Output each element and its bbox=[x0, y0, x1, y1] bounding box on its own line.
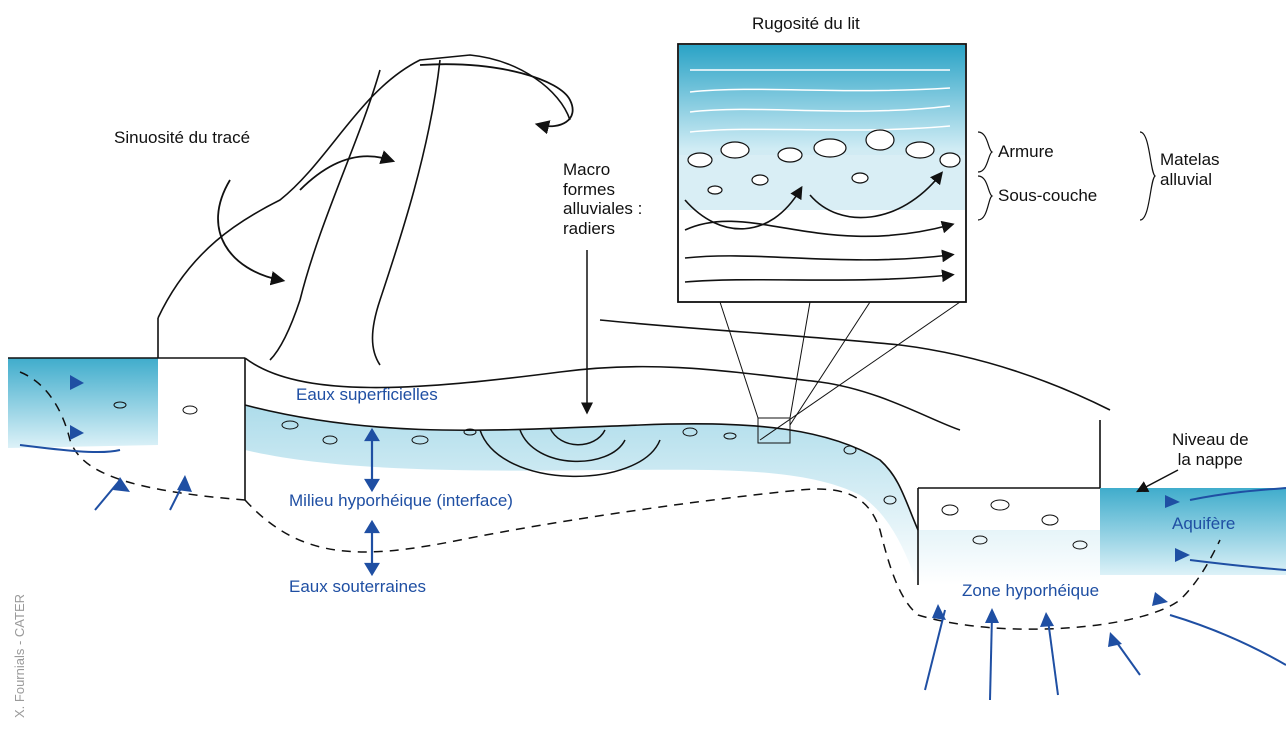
label-macro-formes: Macro formes alluviales : radiers bbox=[563, 160, 642, 238]
image-credit: X. Fournials - CATER bbox=[12, 594, 27, 718]
river-edge-1 bbox=[270, 70, 380, 360]
blue-arrowhead-11 bbox=[1152, 592, 1168, 606]
blue-arrowhead-4 bbox=[177, 475, 192, 492]
label-macro-line4: radiers bbox=[563, 219, 642, 239]
blue-arrowhead-9 bbox=[1040, 612, 1054, 627]
niveau-pointer bbox=[1140, 470, 1178, 490]
bottom-flow-2 bbox=[990, 615, 992, 700]
label-matelas-line2: alluvial bbox=[1160, 170, 1220, 190]
river-edge-2 bbox=[373, 60, 441, 365]
bottom-flow-4 bbox=[1115, 640, 1140, 675]
bottom-flow-1 bbox=[925, 610, 945, 690]
label-niveau-line1: Niveau de bbox=[1172, 430, 1249, 450]
label-matelas-line1: Matelas bbox=[1160, 150, 1220, 170]
label-matelas-alluvial: Matelas alluvial bbox=[1160, 150, 1220, 189]
sinuosity-loop-outer bbox=[218, 180, 280, 280]
armure-bracket bbox=[978, 132, 992, 172]
label-macro-line1: Macro bbox=[563, 160, 642, 180]
label-milieu-hyporheique: Milieu hyporhéique (interface) bbox=[289, 491, 513, 511]
right-flow-3 bbox=[1170, 615, 1286, 665]
label-sinuosite: Sinuosité du tracé bbox=[114, 128, 250, 148]
bank-line bbox=[600, 320, 1110, 410]
sous-couche-bracket bbox=[978, 176, 992, 220]
blue-arrowhead-10 bbox=[1108, 632, 1122, 647]
label-armure: Armure bbox=[998, 142, 1054, 162]
blue-arrowhead-8 bbox=[985, 608, 999, 623]
hill-profile bbox=[158, 55, 570, 318]
sinuosity-loop-top bbox=[420, 64, 573, 126]
left-aquifer-water bbox=[8, 358, 158, 448]
matelas-bracket bbox=[1140, 132, 1155, 220]
label-macro-line3: alluviales : bbox=[563, 199, 642, 219]
label-niveau-nappe: Niveau de la nappe bbox=[1172, 430, 1249, 469]
label-eaux-superficielles: Eaux superficielles bbox=[296, 385, 438, 405]
label-niveau-line2: la nappe bbox=[1172, 450, 1249, 470]
label-aquifere: Aquifère bbox=[1172, 514, 1235, 534]
bottom-flow-3 bbox=[1048, 620, 1058, 695]
label-macro-line2: formes bbox=[563, 180, 642, 200]
label-rugosite: Rugosité du lit bbox=[752, 14, 860, 34]
label-sous-couche: Sous-couche bbox=[998, 186, 1097, 206]
roughness-inset bbox=[678, 44, 966, 443]
sinuosity-loop-mid bbox=[300, 156, 390, 190]
label-zone-hyporheique: Zone hyporhéique bbox=[962, 581, 1099, 601]
label-eaux-souterraines: Eaux souterraines bbox=[289, 577, 426, 597]
